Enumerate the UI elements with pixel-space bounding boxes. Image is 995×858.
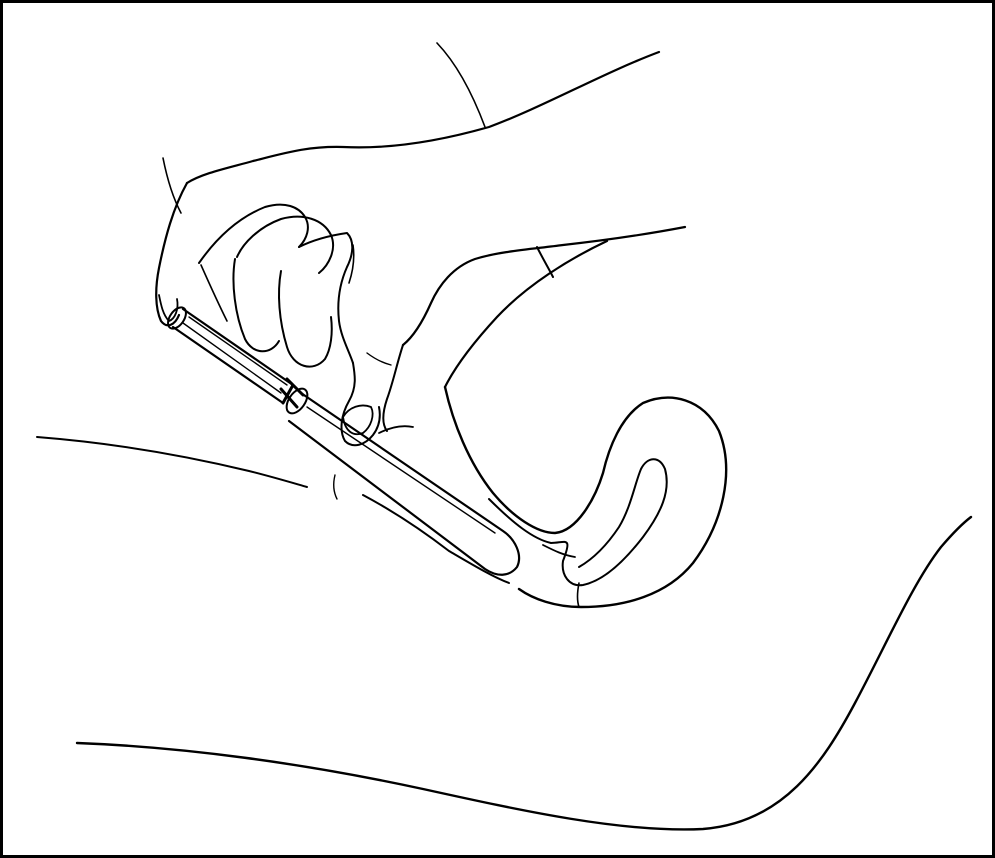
lower-leg-outline (77, 517, 971, 829)
skin-crease-mark (334, 475, 337, 499)
applicator-barrel (289, 393, 519, 575)
applicator-flange (282, 385, 311, 417)
anatomy-outer-contour (445, 387, 726, 607)
finger-knuckle-line (201, 265, 227, 321)
ring-finger (233, 259, 279, 351)
thigh-back-line (163, 158, 181, 213)
applicator-insertion-illustration (3, 3, 992, 855)
anatomy-divider (578, 583, 580, 607)
upper-leg-crease (437, 43, 485, 127)
finger-crease (367, 353, 391, 365)
anatomy-fold (543, 545, 575, 557)
upper-leg-outline (187, 52, 659, 183)
applicator-plunger-inner (183, 317, 287, 393)
fingertip-nail (159, 295, 178, 321)
little-finger (299, 233, 353, 363)
forearm-lower (445, 241, 607, 387)
forearm-top (403, 227, 685, 345)
index-finger (199, 205, 308, 263)
palm-heel (383, 345, 403, 431)
middle-finger (237, 217, 333, 273)
anatomy-inner-contour (489, 459, 667, 585)
thumb-nail (343, 405, 373, 434)
skin-crease-left (37, 437, 307, 487)
ring-finger-2 (279, 271, 332, 367)
